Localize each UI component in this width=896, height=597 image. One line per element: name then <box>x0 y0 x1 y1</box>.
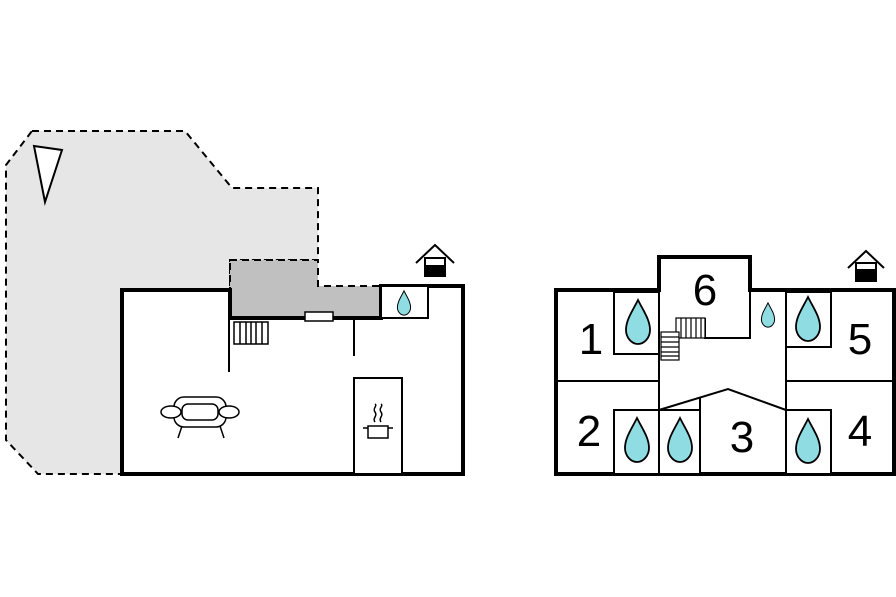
kitchen-pot-icon <box>363 403 393 439</box>
room-partitions <box>556 290 894 474</box>
north-arrow-icon <box>32 144 64 206</box>
room-number: 4 <box>848 407 872 456</box>
covered-terrace-area <box>229 259 382 319</box>
terrace-area <box>5 130 319 475</box>
stairs-icon <box>660 317 706 361</box>
upper-floor-plan: 1 2 3 4 5 6 <box>554 249 896 476</box>
ground-floor-plan <box>5 130 465 476</box>
house-entrance-icon <box>847 249 885 282</box>
room-number: 1 <box>579 315 603 364</box>
room-number: 3 <box>730 413 754 462</box>
room-number: 2 <box>577 407 601 456</box>
upper-floor-outer-wall <box>554 255 896 476</box>
house-entrance-icon <box>415 243 455 277</box>
stairs-icon <box>233 321 269 345</box>
room-number: 5 <box>848 315 872 364</box>
window <box>304 311 334 322</box>
bathroom-water-drop-icon <box>760 302 776 328</box>
room-number: 6 <box>693 266 717 315</box>
ground-floor-outer-wall <box>120 284 465 476</box>
sofa-icon <box>160 396 240 439</box>
